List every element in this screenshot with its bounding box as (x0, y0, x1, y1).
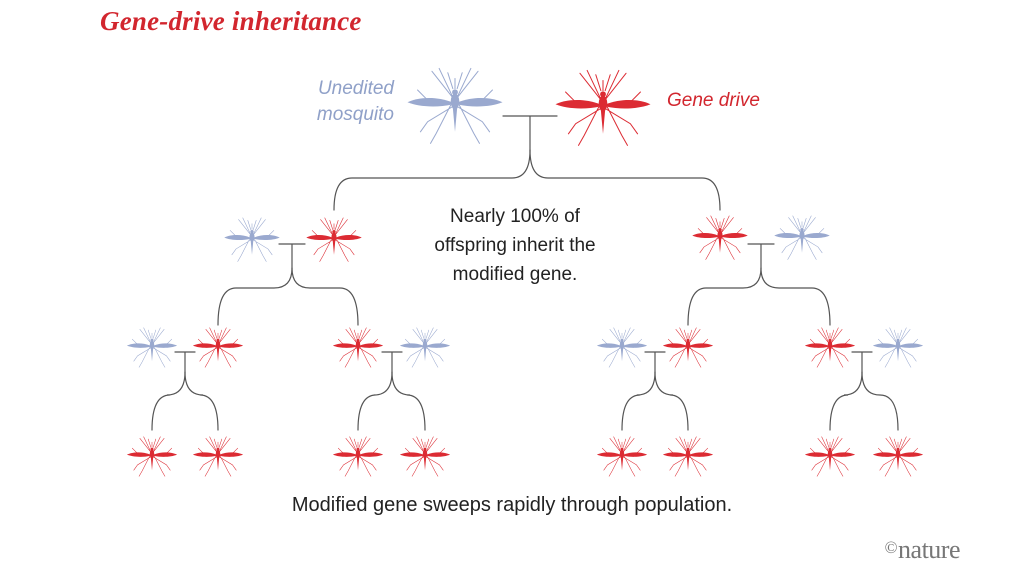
mosquito-icon-gen2-c-first (596, 327, 648, 368)
note-line1: Nearly 100% of (450, 206, 580, 227)
mosquito-icon-gene-drive-parent (554, 69, 652, 146)
mosquito-icon-gen3-7 (804, 436, 856, 477)
inheritance-note: Nearly 100% of offspring inherit the mod… (395, 202, 635, 289)
gen1-right-cross (747, 243, 775, 269)
gen2-b-cross (381, 351, 403, 373)
mosquito-icon-gen2-a-second (192, 327, 244, 368)
mosquito-icon-gen1-left-drive (305, 217, 363, 262)
gen1-left-left-branch (217, 267, 293, 326)
gen2-d-cross (851, 351, 873, 373)
nature-credit: ©nature (884, 535, 961, 565)
gen1-left-right-branch (291, 267, 359, 326)
mosquito-icon-gen3-6 (662, 436, 714, 477)
label-unedited-line1: Unedited (317, 78, 394, 99)
mosquito-icon-gen2-d-second (872, 327, 924, 368)
note-line3: modified gene. (452, 264, 578, 285)
mosquito-icon-unedited-parent (406, 67, 504, 144)
label-unedited-mosquito: Unedited mosquito (234, 76, 394, 128)
gen2-a-left-branch (151, 371, 186, 431)
gen1-right-left-branch (687, 267, 762, 326)
mosquito-icon-gen2-b-second (399, 327, 451, 368)
gen2-c-right-branch (654, 371, 689, 431)
gen2-d-right-branch (861, 371, 899, 431)
mosquito-icon-gen1-right-drive (691, 215, 749, 260)
mosquito-icon-gen1-left-unedited (223, 217, 281, 262)
gen0-left-branch (333, 149, 531, 211)
mosquito-icon-gen3-8 (872, 436, 924, 477)
mosquito-icon-gen2-b-first (332, 327, 384, 368)
gen2-c-cross (644, 351, 666, 373)
diagram-title: Gene-drive inheritance (100, 6, 362, 36)
mosquito-icon-gen2-d-first (804, 327, 856, 368)
mosquito-icon-gen1-right-unedited (773, 215, 831, 260)
mosquito-icon-gen2-a-first (126, 327, 178, 368)
gen2-a-right-branch (184, 371, 219, 431)
mosquito-icon-gen3-3 (332, 436, 384, 477)
gen2-c-left-branch (621, 371, 656, 431)
credit-name: nature (898, 535, 960, 564)
mosquito-group (126, 67, 924, 477)
connector-lines (151, 115, 899, 431)
gen0-cross (502, 115, 558, 151)
label-gene-drive: Gene drive (667, 90, 760, 111)
mosquito-icon-gen3-5 (596, 436, 648, 477)
gen2-b-right-branch (391, 371, 426, 431)
gen1-left-cross (278, 243, 306, 269)
label-unedited-line2: mosquito (316, 104, 394, 125)
gen0-right-branch (529, 149, 721, 211)
mosquito-icon-gen3-2 (192, 436, 244, 477)
copyright-symbol: © (884, 538, 898, 557)
gen1-right-right-branch (760, 267, 831, 326)
gen2-b-left-branch (357, 371, 393, 431)
gen2-a-cross (174, 351, 196, 373)
mosquito-icon-gen3-1 (126, 436, 178, 477)
caption: Modified gene sweeps rapidly through pop… (291, 494, 733, 516)
note-line2: offspring inherit the (434, 235, 596, 256)
mosquito-icon-gen2-c-second (662, 327, 714, 368)
mosquito-icon-gen3-4 (399, 436, 451, 477)
gen2-d-left-branch (829, 371, 863, 431)
